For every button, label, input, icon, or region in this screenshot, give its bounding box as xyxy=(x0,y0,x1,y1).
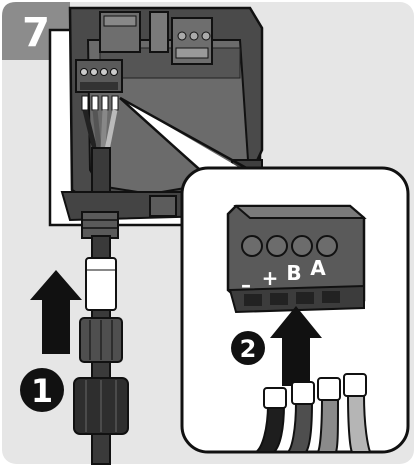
step-number: 7 xyxy=(22,10,50,56)
callout-2-number: 2 xyxy=(240,335,257,363)
arrow-up-icon xyxy=(30,270,82,354)
callout-1: 1 xyxy=(20,368,64,412)
wires-with-ferrules xyxy=(252,373,372,453)
callout-2: 2 xyxy=(231,331,265,365)
terminal-label-b: B xyxy=(286,261,301,285)
terminal-label-plus: + xyxy=(262,266,279,290)
cable-gland-assembly xyxy=(73,211,129,465)
arrow-up-icon xyxy=(270,306,322,386)
terminal-label-minus: – xyxy=(241,273,251,297)
callout-1-number: 1 xyxy=(31,372,53,410)
zoom-detail: – + B A 2 xyxy=(119,96,410,454)
terminal-block: – + B A xyxy=(226,204,367,314)
terminal-label-a: A xyxy=(310,256,326,280)
